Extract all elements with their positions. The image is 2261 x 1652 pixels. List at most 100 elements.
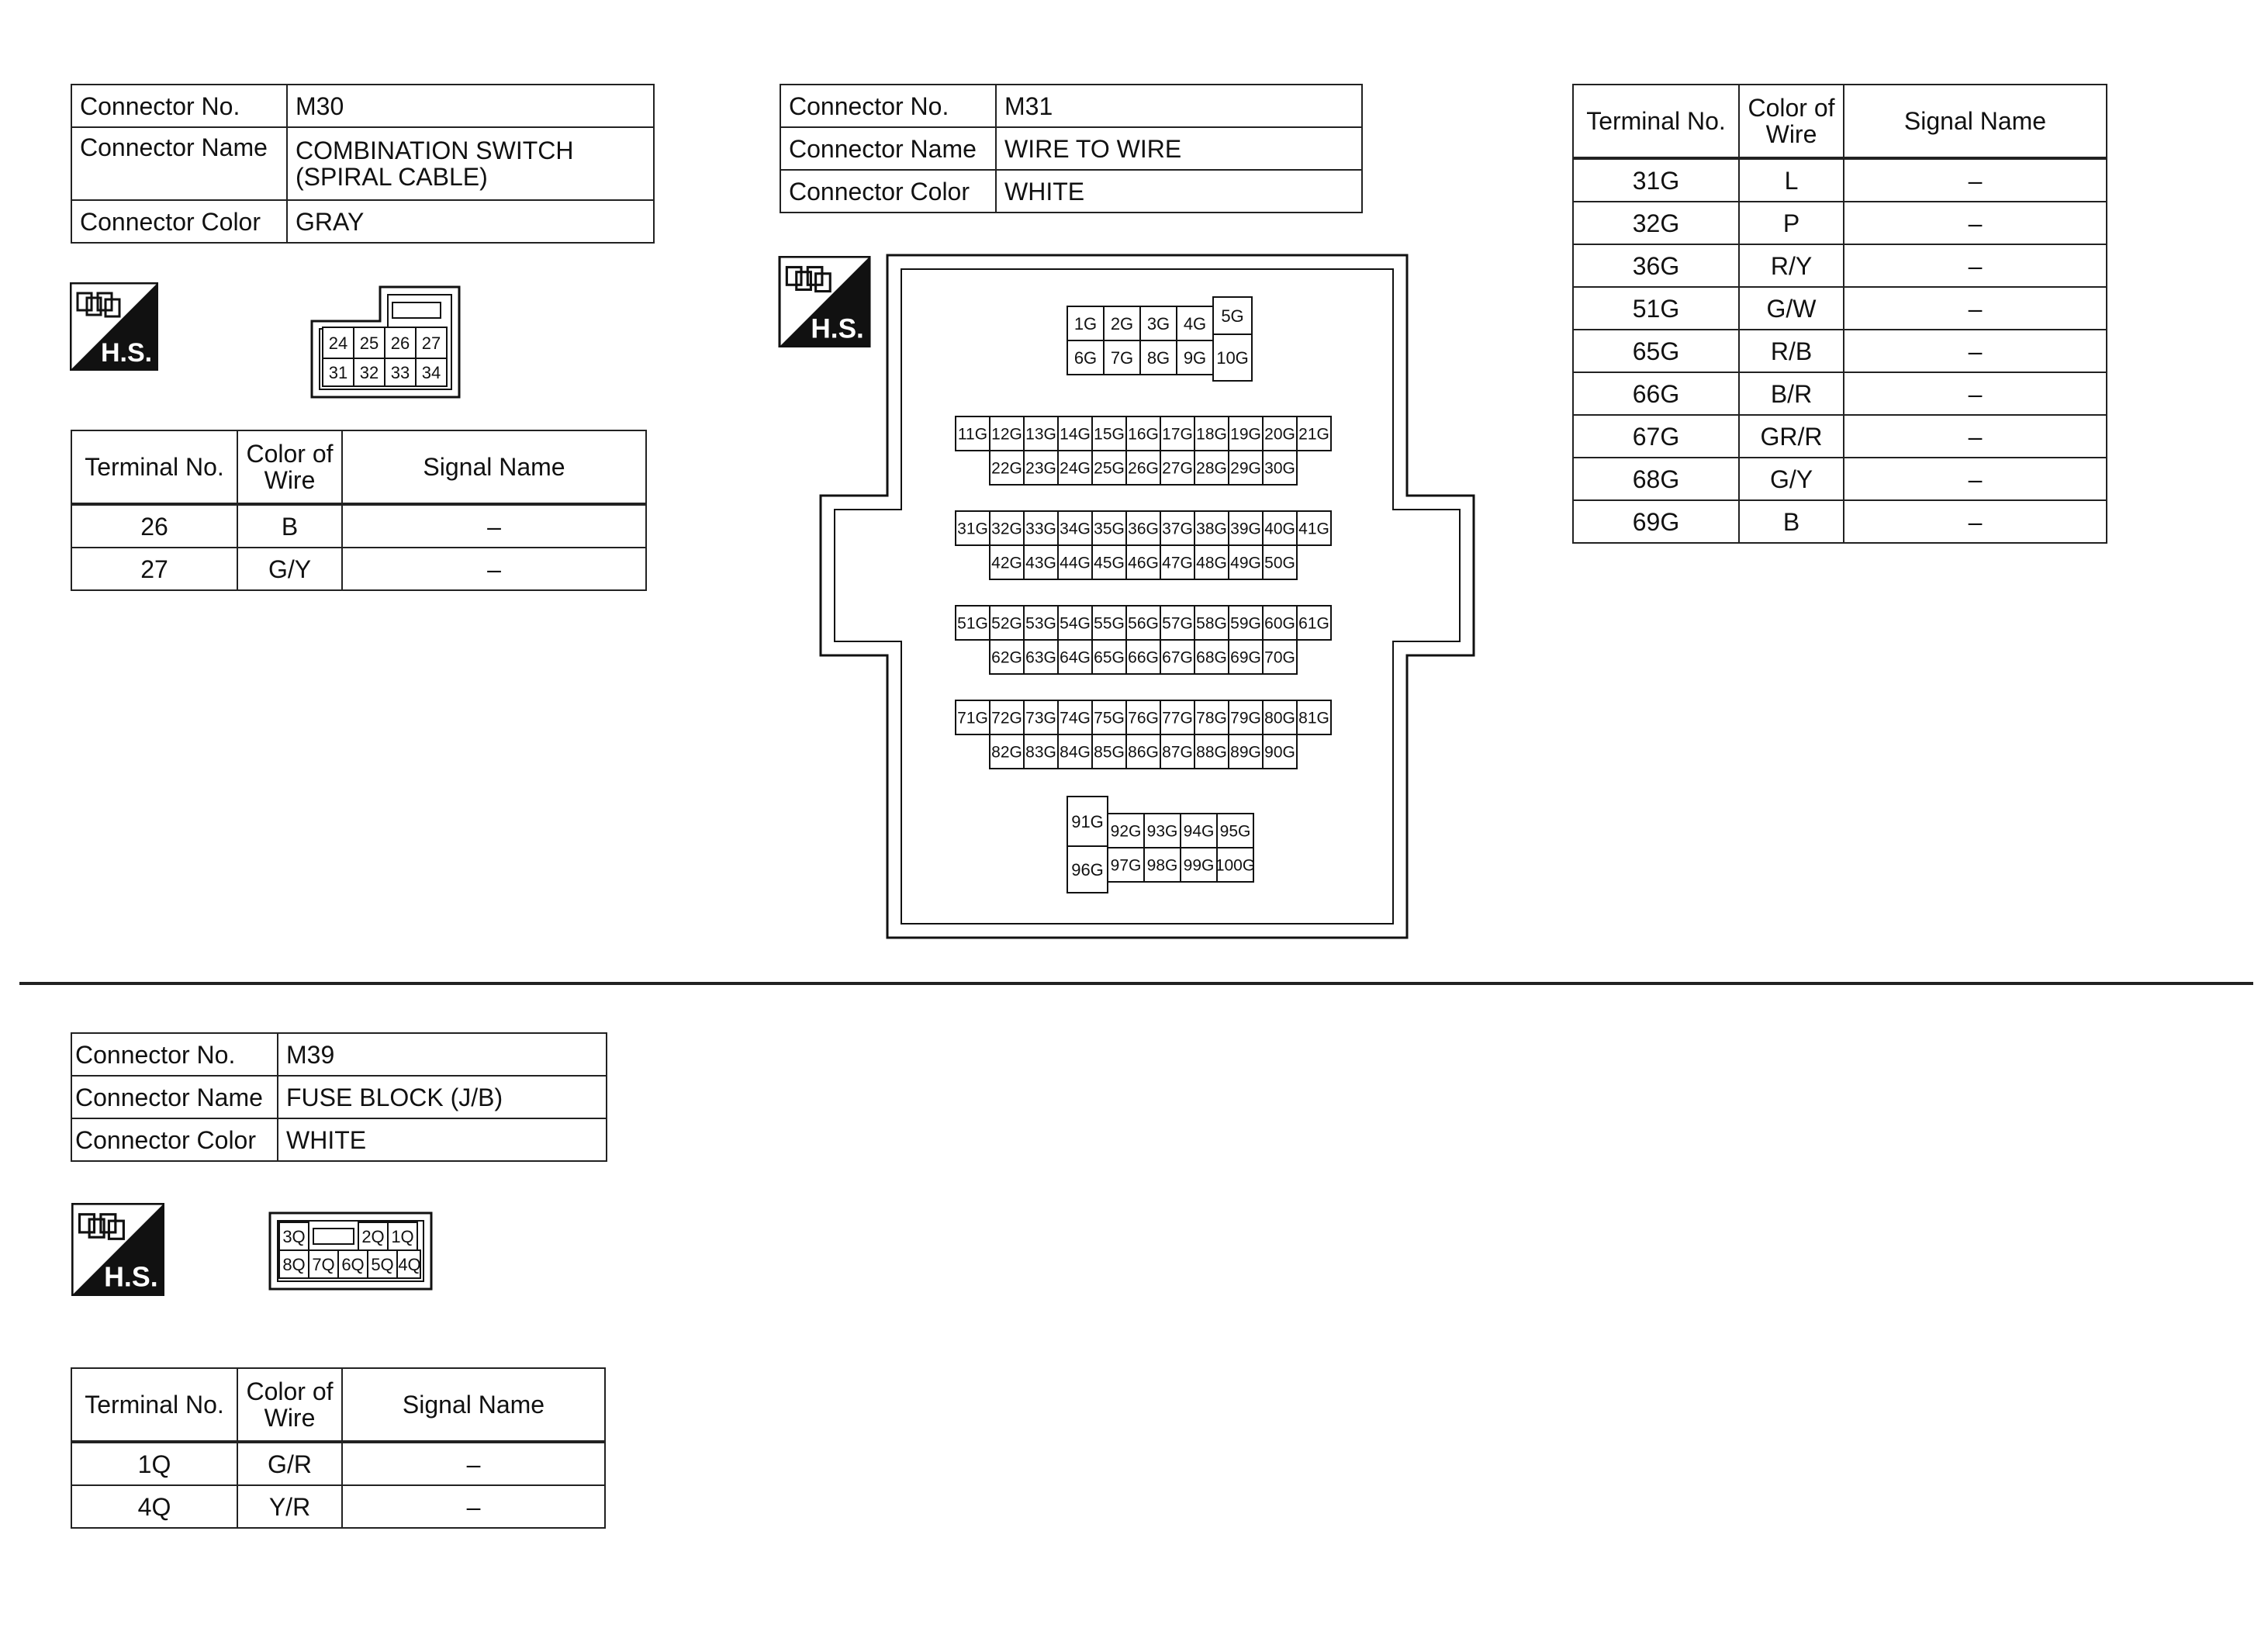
- terminal-cell: 65G: [1572, 329, 1740, 373]
- terminal-label: 44G: [1060, 555, 1091, 572]
- terminal-label: 74G: [1060, 710, 1091, 728]
- terminal-cell: 69G: [1572, 499, 1740, 544]
- terminal-label: 48G: [1196, 555, 1227, 572]
- terminal-cavity: [1160, 544, 1195, 580]
- wire-color-header: Color of Wire: [237, 430, 343, 506]
- terminal-label: 4G: [1184, 314, 1206, 334]
- m31-terminal-table: Terminal No. Color of Wire Signal Name 3…: [1572, 84, 2107, 544]
- terminal-label: 25: [360, 334, 379, 353]
- terminal-label: 36G: [1128, 520, 1159, 538]
- terminal-label: 90G: [1264, 744, 1295, 762]
- terminal-cavity: [1194, 734, 1229, 769]
- table-header-row: Terminal No. Color of Wire Signal Name: [71, 1367, 606, 1443]
- m30-terminal-table: Terminal No. Color of Wire Signal Name 2…: [71, 430, 647, 591]
- table-header-row: Terminal No. Color of Wire Signal Name: [71, 430, 647, 506]
- terminal-label: 25G: [1094, 460, 1125, 478]
- terminal-cavity: [1091, 639, 1127, 675]
- terminal-cell: 32G: [1572, 201, 1740, 245]
- terminal-label: 5Q: [371, 1255, 393, 1274]
- terminal-cavity: [1262, 450, 1298, 486]
- terminal-label: 94G: [1184, 823, 1215, 841]
- terminal-label: 42G: [991, 555, 1022, 572]
- terminal-cavity: [1194, 639, 1229, 675]
- terminal-label: 17G: [1162, 426, 1193, 444]
- terminal-label: 70G: [1264, 649, 1295, 667]
- terminal-cavity: [1125, 544, 1161, 580]
- terminal-label: 64G: [1060, 649, 1091, 667]
- connector-no-label: Connector No.: [71, 1032, 278, 1077]
- terminal-label: 86G: [1128, 744, 1159, 762]
- terminal-label: 82G: [991, 744, 1022, 762]
- terminal-label: 15G: [1094, 426, 1125, 444]
- terminal-label: 27: [422, 334, 441, 353]
- terminal-label: 29G: [1230, 460, 1261, 478]
- hs-label: H.S.: [104, 1261, 158, 1292]
- terminal-cavity: [1194, 544, 1229, 580]
- section-divider: [19, 982, 2253, 985]
- wire-color-cell: R/Y: [1738, 244, 1844, 288]
- terminal-cavity: [989, 510, 1025, 546]
- terminal-label: 49G: [1230, 555, 1261, 572]
- wire-color-header-line-1: Color of: [246, 1377, 334, 1405]
- terminal-label: 50G: [1264, 555, 1295, 572]
- terminal-label: 24: [329, 334, 347, 353]
- terminal-label: 54G: [1060, 615, 1091, 633]
- terminal-label: 57G: [1162, 615, 1193, 633]
- terminal-cavity: [989, 639, 1025, 675]
- terminal-cavity: [1125, 510, 1161, 546]
- terminal-label: 6G: [1074, 348, 1097, 368]
- terminal-cavity: [989, 544, 1025, 580]
- terminal-label: 89G: [1230, 744, 1261, 762]
- terminal-cavity: [1228, 544, 1264, 580]
- terminal-label: 9G: [1184, 348, 1206, 368]
- terminal-label: 16G: [1128, 426, 1159, 444]
- terminal-label: 2Q: [361, 1227, 384, 1246]
- terminal-cavity: [1176, 340, 1214, 375]
- terminal-label: 2G: [1111, 314, 1133, 334]
- terminal-label: 7G: [1111, 348, 1133, 368]
- wire-color-cell: B: [237, 503, 343, 548]
- signal-cell: –: [1843, 372, 2107, 416]
- terminal-label: 52G: [991, 615, 1022, 633]
- signal-cell: –: [1843, 157, 2107, 202]
- terminal-label: 61G: [1298, 615, 1329, 633]
- terminal-cavity: [1160, 605, 1195, 641]
- terminal-label: 13G: [1025, 426, 1056, 444]
- terminal-label: 4Q: [398, 1255, 420, 1274]
- terminal-cavity: [1125, 450, 1161, 486]
- wire-color-cell: G/Y: [237, 547, 343, 591]
- wire-color-cell: R/B: [1738, 329, 1844, 373]
- table-row: 1Q G/R –: [71, 1441, 606, 1486]
- signal-cell: –: [1843, 201, 2107, 245]
- signal-name-header: Signal Name: [1843, 84, 2107, 160]
- terminal-no-header: Terminal No.: [71, 430, 238, 506]
- connector-name-label: Connector Name: [71, 126, 288, 201]
- hs-label: H.S.: [101, 338, 152, 368]
- terminal-label: 45G: [1094, 555, 1125, 572]
- terminal-cavity: [1139, 306, 1177, 341]
- m30-connector-name-row: Connector Name COMBINATION SWITCH (SPIRA…: [71, 126, 655, 201]
- m39-connector-color-row: Connector Color WHITE: [71, 1118, 607, 1162]
- terminal-label: 87G: [1162, 744, 1193, 762]
- terminal-label: 55G: [1094, 615, 1125, 633]
- terminal-label: 92G: [1111, 823, 1142, 841]
- terminal-cell: 36G: [1572, 244, 1740, 288]
- terminal-label: 80G: [1264, 710, 1295, 728]
- terminal-label: 3Q: [282, 1227, 305, 1246]
- connector-color-label: Connector Color: [780, 169, 997, 213]
- terminal-label: 58G: [1196, 615, 1227, 633]
- terminal-label: 84G: [1060, 744, 1091, 762]
- terminal-cavity: [1180, 847, 1218, 883]
- terminal-label: 81G: [1298, 710, 1329, 728]
- signal-cell: –: [341, 503, 647, 548]
- connector-color-label: Connector Color: [71, 199, 288, 244]
- terminal-label: 27G: [1162, 460, 1193, 478]
- terminal-label: 30G: [1264, 460, 1295, 478]
- terminal-label: 88G: [1196, 744, 1227, 762]
- terminal-cavity: [1057, 734, 1093, 769]
- terminal-cavity: [1228, 639, 1264, 675]
